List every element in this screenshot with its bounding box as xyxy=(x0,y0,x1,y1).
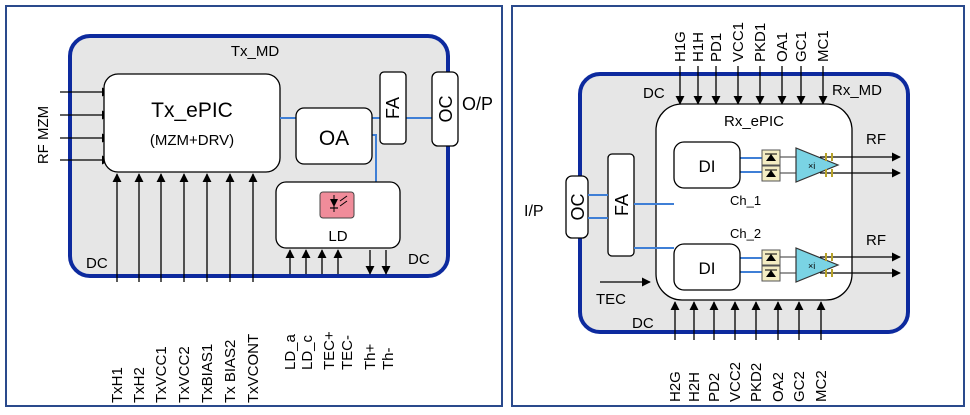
rx-pin-label: OA2 xyxy=(770,372,787,402)
rx-pin-label: PKD2 xyxy=(748,363,765,402)
rx-di-1-block xyxy=(673,141,741,189)
tx-oa-block xyxy=(295,107,373,165)
amp-symbol: ×i xyxy=(808,161,815,171)
rx-di-1-label: DI xyxy=(699,157,716,176)
tx-pin-label: TxVCC1 xyxy=(153,346,170,403)
tx-bottom-pin-labels-left: TxH1 TxH2 TxVCC1 TxVCC2 TxBIAS1 Tx BIAS2… xyxy=(109,334,262,403)
photodiode-icon xyxy=(761,149,781,166)
tx-ld-pin-arrows xyxy=(285,249,391,275)
tx-output-label: O/P xyxy=(462,94,493,114)
photodiode-icon xyxy=(761,249,781,266)
rx-pin-label: VCC1 xyxy=(730,22,747,62)
rx-module-title: Rx_MD xyxy=(832,82,882,99)
rx-oc-label: OC xyxy=(568,193,588,220)
tx-ld-label: LD xyxy=(328,228,347,245)
rx-pin-label: H2H xyxy=(686,372,703,402)
rx-rf2-label: RF xyxy=(866,232,886,249)
rx-pin-label: PD2 xyxy=(706,373,723,402)
rx-bias-ticks xyxy=(825,153,833,277)
tx-pin-label: TxH2 xyxy=(131,367,148,403)
rx-pd-amp-wires xyxy=(780,156,796,274)
amp-symbol: ×i xyxy=(808,261,815,271)
amplifier-icon: ×i xyxy=(795,147,840,183)
rx-di-2-block xyxy=(673,243,741,291)
tx-pin-label: Tx BIAS2 xyxy=(222,340,239,403)
tx-pin-label: TxH1 xyxy=(109,367,126,403)
tx-rf-input-arrows xyxy=(60,87,111,165)
tx-pin-label: TxBIAS1 xyxy=(199,344,216,403)
rx-epic-title: Rx_ePIC xyxy=(724,113,784,130)
rx-ch2-label: Ch_2 xyxy=(730,226,761,241)
rx-bottom-pin-labels: H2G H2H PD2 VCC2 PKD2 OA2 GC2 MC2 xyxy=(667,362,830,402)
rx-oc-block xyxy=(565,175,589,239)
rx-top-pin-labels: H1G H1H PD1 VCC1 PKD1 OA1 GC1 MC1 xyxy=(672,22,832,62)
photodiode-icon xyxy=(761,265,781,282)
tx-epic-block xyxy=(103,73,281,173)
tx-pin-label: Th+ xyxy=(362,343,379,370)
rx-panel: Rx_MD H1G H1H PD1 VCC1 PKD1 OA1 GC1 MC1 … xyxy=(511,5,965,407)
tx-fa-block xyxy=(379,71,407,145)
tx-panel: Tx_MD RF MZM Tx_ePIC (MZM+DRV) OA FA OC xyxy=(5,5,503,407)
rx-rf1-label: RF xyxy=(866,131,886,148)
rx-pin-label: MC2 xyxy=(813,370,830,402)
tx-oa-label: OA xyxy=(319,127,349,150)
tx-pin-label: Th- xyxy=(380,347,397,370)
rx-rf-output-arrows xyxy=(820,152,901,278)
rx-ch1-label: Ch_1 xyxy=(730,193,761,208)
tx-dc-left-label: DC xyxy=(86,255,108,272)
rx-top-dc-arrows xyxy=(675,66,828,105)
tx-rf-mzm-label: RF MZM xyxy=(35,106,52,164)
tx-dc-right-label: DC xyxy=(408,251,430,268)
tx-module-title: Tx_MD xyxy=(231,43,280,60)
tx-pin-label: TEC+ xyxy=(321,331,338,370)
rx-di-2-label: DI xyxy=(699,259,716,278)
rx-bottom-dc-arrows xyxy=(670,301,826,340)
tx-oc-label: OC xyxy=(436,95,456,122)
rx-tec-label: TEC xyxy=(596,291,626,308)
rx-pin-label: GC2 xyxy=(791,371,808,402)
rx-pin-label: VCC2 xyxy=(727,362,744,402)
photodiode-icon xyxy=(761,165,781,182)
rx-pin-label: MC1 xyxy=(815,30,832,62)
amplifier-icon: ×i xyxy=(795,247,840,283)
rx-pin-label: H2G xyxy=(667,371,684,402)
rx-fa-label: FA xyxy=(612,194,632,216)
rx-dc-top-label: DC xyxy=(643,85,665,102)
rx-fibers xyxy=(588,157,762,273)
tx-pin-label: TxVCC2 xyxy=(176,346,193,403)
rx-input-label: I/P xyxy=(524,203,544,220)
rx-dc-bottom-label: DC xyxy=(632,315,654,332)
rx-pin-label: PKD1 xyxy=(752,23,769,62)
tx-oc-block xyxy=(431,71,459,147)
rx-pin-label: H1G xyxy=(672,31,689,62)
rx-pin-label: OA1 xyxy=(774,32,791,62)
tx-pin-label: LD_a xyxy=(282,333,299,370)
rx-pin-label: GC1 xyxy=(793,31,810,62)
laser-diode-icon xyxy=(319,191,355,219)
tx-epic-subtitle: (MZM+DRV) xyxy=(150,132,234,149)
tx-epic-dc-arrows xyxy=(112,173,258,282)
tx-pin-label: LD_c xyxy=(299,334,316,370)
tx-fa-label: FA xyxy=(383,97,403,119)
tx-bottom-pin-labels-right: LD_a LD_c TEC+ TEC- Th+ Th- xyxy=(282,331,397,370)
tx-pin-label: TEC- xyxy=(339,335,356,370)
rx-pin-label: PD1 xyxy=(708,33,725,62)
tx-pin-label: TxVCONT xyxy=(245,334,262,403)
tx-fibers xyxy=(280,117,432,182)
rx-pin-label: H1H xyxy=(690,32,707,62)
tx-epic-title: Tx_ePIC xyxy=(151,99,233,122)
